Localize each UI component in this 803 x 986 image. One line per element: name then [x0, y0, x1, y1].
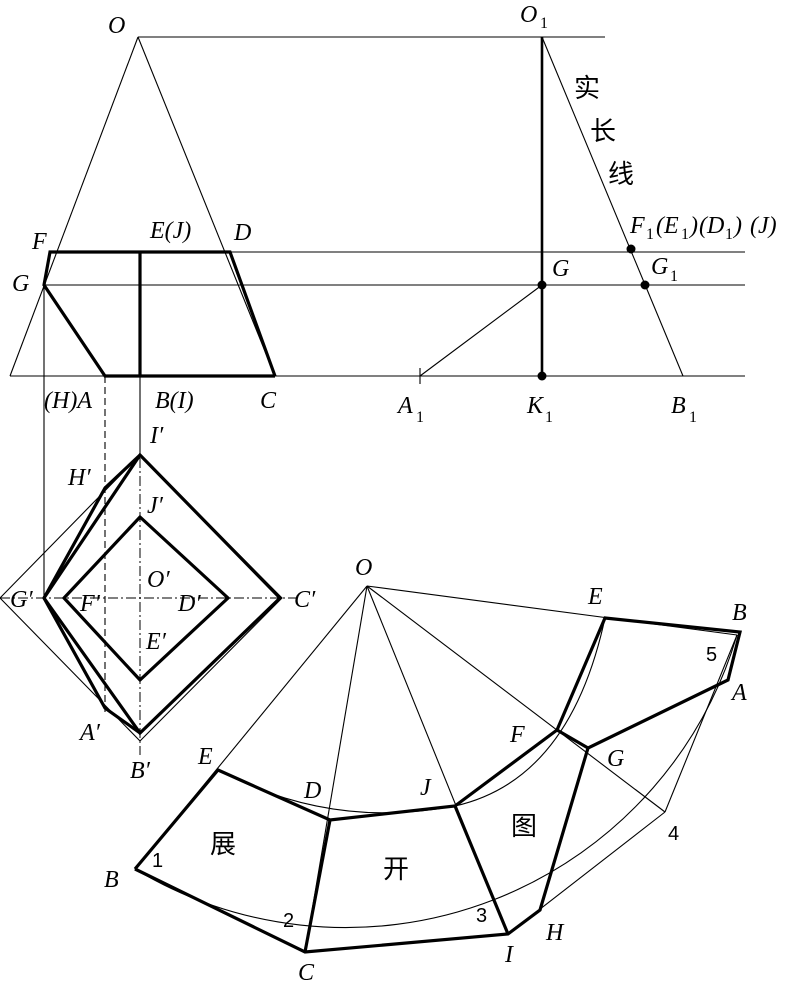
label-e-prime: E′ — [145, 629, 167, 655]
label-d1-open: (D — [699, 213, 724, 239]
label-k1-sub: 1 — [545, 409, 553, 426]
true-length-line — [541, 36, 684, 377]
diagonal-a1-g — [419, 284, 543, 377]
label-g-right: G — [552, 256, 569, 282]
chord-4-b — [664, 634, 738, 813]
development-outline — [133, 616, 742, 954]
label-b1-sub: 1 — [689, 409, 697, 426]
dev-label-o: O — [355, 555, 372, 581]
label-b-i: B(I) — [155, 388, 194, 414]
true-length-char-3: 线 — [608, 160, 634, 190]
dev-number-5: 5 — [706, 644, 717, 666]
dev-label-g: G — [607, 746, 624, 772]
dev-label-a: A — [730, 680, 747, 706]
left-section-edge — [42, 453, 142, 735]
dev-label-c: C — [298, 960, 315, 986]
cone-left-edge — [9, 36, 139, 377]
front-view — [9, 36, 745, 378]
label-g: G — [12, 271, 29, 297]
dev-word-1: 展 — [210, 830, 236, 860]
label-e1-close: ) — [688, 213, 698, 239]
true-length-construction — [419, 36, 684, 384]
label-a1: A — [396, 393, 413, 419]
k1-point — [537, 371, 547, 381]
cone-right-edge — [137, 36, 276, 377]
label-e1-sub: 1 — [681, 226, 689, 243]
dev-label-b-left: B — [104, 867, 119, 893]
label-i-prime: I′ — [149, 423, 164, 449]
label-g1-sub: 1 — [670, 268, 678, 285]
fold-j-i — [453, 805, 510, 935]
dev-number-2: 2 — [283, 910, 294, 932]
dev-number-4: 4 — [668, 823, 679, 845]
dev-label-h: H — [545, 920, 565, 946]
label-j-prime: J′ — [147, 493, 164, 519]
label-h-a: (H)A — [44, 388, 92, 414]
true-length-char-2: 长 — [590, 117, 616, 147]
dev-number-3: 3 — [476, 905, 487, 927]
label-d: D — [233, 220, 251, 246]
label-o1: O — [520, 2, 537, 28]
dev-label-b-top: B — [732, 600, 747, 626]
label-g1: G — [651, 254, 668, 280]
g1-point — [640, 280, 650, 290]
dev-word-3: 图 — [511, 812, 537, 842]
dev-label-f: F — [509, 722, 525, 748]
label-d1-sub: 1 — [725, 226, 733, 243]
label-d1-close: ) — [732, 213, 742, 239]
dev-label-j: J — [420, 775, 432, 801]
dev-label-i: I — [504, 942, 514, 968]
label-a-prime: A′ — [78, 720, 101, 746]
label-o1-sub: 1 — [540, 15, 548, 32]
label-f1-sub: 1 — [646, 226, 654, 243]
fold-d-c — [303, 819, 332, 953]
label-a1-sub: 1 — [416, 409, 424, 426]
fold-f-g — [556, 728, 589, 750]
dev-label-d: D — [303, 778, 321, 804]
label-g-prime: G′ — [10, 587, 33, 613]
dev-word-2: 开 — [383, 855, 409, 885]
f1-point — [626, 244, 636, 254]
label-b1: B — [671, 393, 686, 419]
label-f1: F — [629, 213, 645, 239]
development-view — [133, 585, 742, 954]
label-h-prime: H′ — [67, 465, 91, 491]
base-arc — [134, 634, 738, 929]
dev-number-1: 1 — [152, 850, 163, 872]
label-d-prime: D′ — [177, 591, 201, 617]
section-arc — [217, 617, 606, 814]
inner-section-outline — [61, 514, 231, 683]
labels: O O 1 实 长 线 F E(J) D G G F 1 (E 1 ) (D 1… — [10, 2, 777, 986]
section-outline — [42, 250, 277, 378]
top-view — [0, 285, 300, 755]
label-c-prime: C′ — [294, 587, 316, 613]
label-e1-open: (E — [656, 213, 679, 239]
ray-4 — [366, 585, 666, 813]
g-right-point — [537, 280, 547, 290]
label-f-prime: F′ — [79, 591, 101, 617]
dev-label-e-left: E — [197, 744, 213, 770]
label-e-j: E(J) — [149, 218, 191, 244]
label-b-prime: B′ — [130, 758, 151, 784]
label-c: C — [260, 388, 277, 414]
label-k1: K — [526, 393, 545, 419]
label-o-prime: O′ — [147, 567, 170, 593]
label-o: O — [108, 13, 125, 39]
true-length-char-1: 实 — [574, 74, 600, 104]
label-f: F — [31, 229, 47, 255]
dev-label-e-top: E — [587, 584, 603, 610]
label-j-paren: (J) — [750, 213, 777, 239]
